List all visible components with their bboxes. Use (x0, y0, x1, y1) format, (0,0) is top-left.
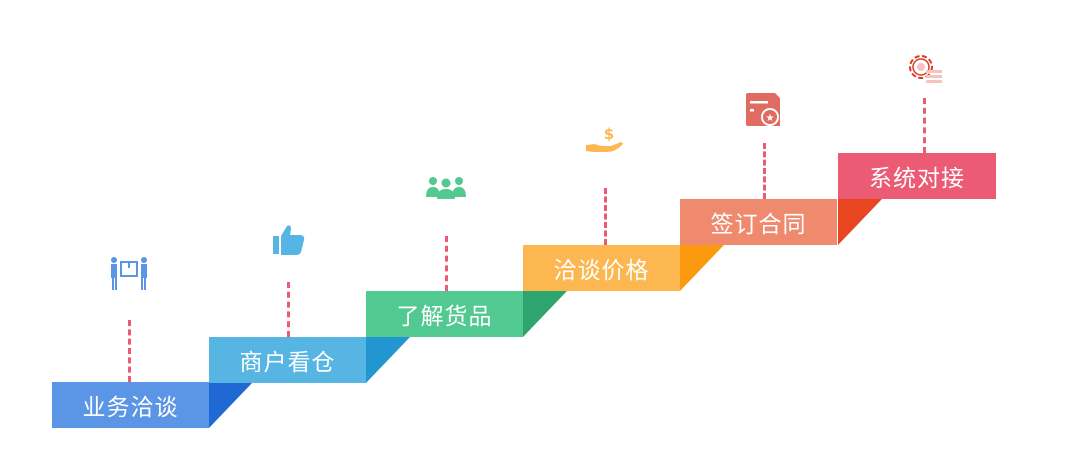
connector-line (604, 188, 607, 245)
step-6: 系统对接 (838, 153, 996, 199)
step-5: 签订合同 (680, 199, 837, 245)
step-label: 签订合同 (710, 212, 807, 238)
step-label: 洽谈价格 (553, 258, 650, 284)
connector-line (763, 143, 766, 199)
svg-text:$: $ (604, 125, 614, 143)
step-shade (680, 245, 724, 291)
connector-line (128, 320, 131, 382)
hand-dollar-icon: $ (586, 125, 623, 152)
step-shade (523, 291, 567, 337)
handover-box-icon (111, 257, 147, 290)
step-label: 业务洽谈 (82, 395, 179, 421)
step-label: 系统对接 (869, 166, 965, 192)
step-3: 了解货品 (366, 291, 523, 337)
step-shade (209, 382, 253, 428)
step-1: 业务洽谈 (52, 382, 209, 428)
svg-text:★: ★ (766, 113, 775, 124)
step-4: 洽谈价格 (523, 245, 680, 291)
connector-line (287, 282, 290, 337)
step-2: 商户看仓 (209, 337, 366, 383)
contract-seal-icon: ★ (746, 93, 780, 126)
step-label: 商户看仓 (239, 350, 336, 376)
step-shade (838, 199, 882, 245)
step-shade (366, 337, 410, 383)
thumbs-up-icon (273, 225, 305, 255)
group-people-icon (426, 177, 466, 199)
gear-settings-icon (909, 55, 942, 83)
step-label: 了解货品 (396, 304, 493, 330)
connector-line (445, 236, 448, 291)
connector-line (923, 98, 926, 153)
